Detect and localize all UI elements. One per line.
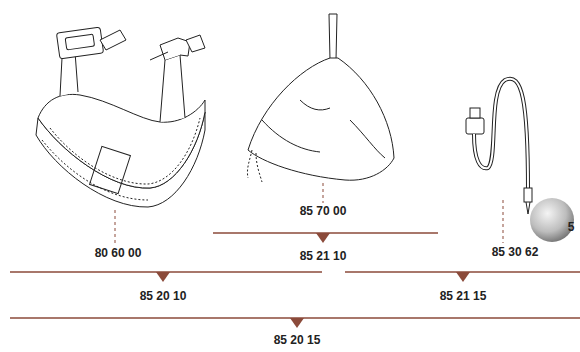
part-number: 85 21 15 (440, 290, 487, 303)
part-number: 85 30 62 (492, 246, 539, 259)
part-number: 85 21 10 (300, 250, 347, 263)
belt-drawing (36, 27, 205, 207)
bag-drawing (247, 14, 394, 182)
part-number: 85 20 10 (140, 290, 187, 303)
part-number: 85 20 15 (274, 334, 321, 347)
hose-drawing (466, 79, 532, 214)
leader-line (115, 183, 503, 244)
bracket-triangle (156, 233, 470, 328)
part-number: 80 60 00 (95, 247, 142, 260)
part-number: 85 70 00 (300, 205, 347, 218)
ball-drawing (530, 198, 574, 242)
bracket-line (10, 233, 580, 318)
part-number: 5 (568, 221, 575, 234)
